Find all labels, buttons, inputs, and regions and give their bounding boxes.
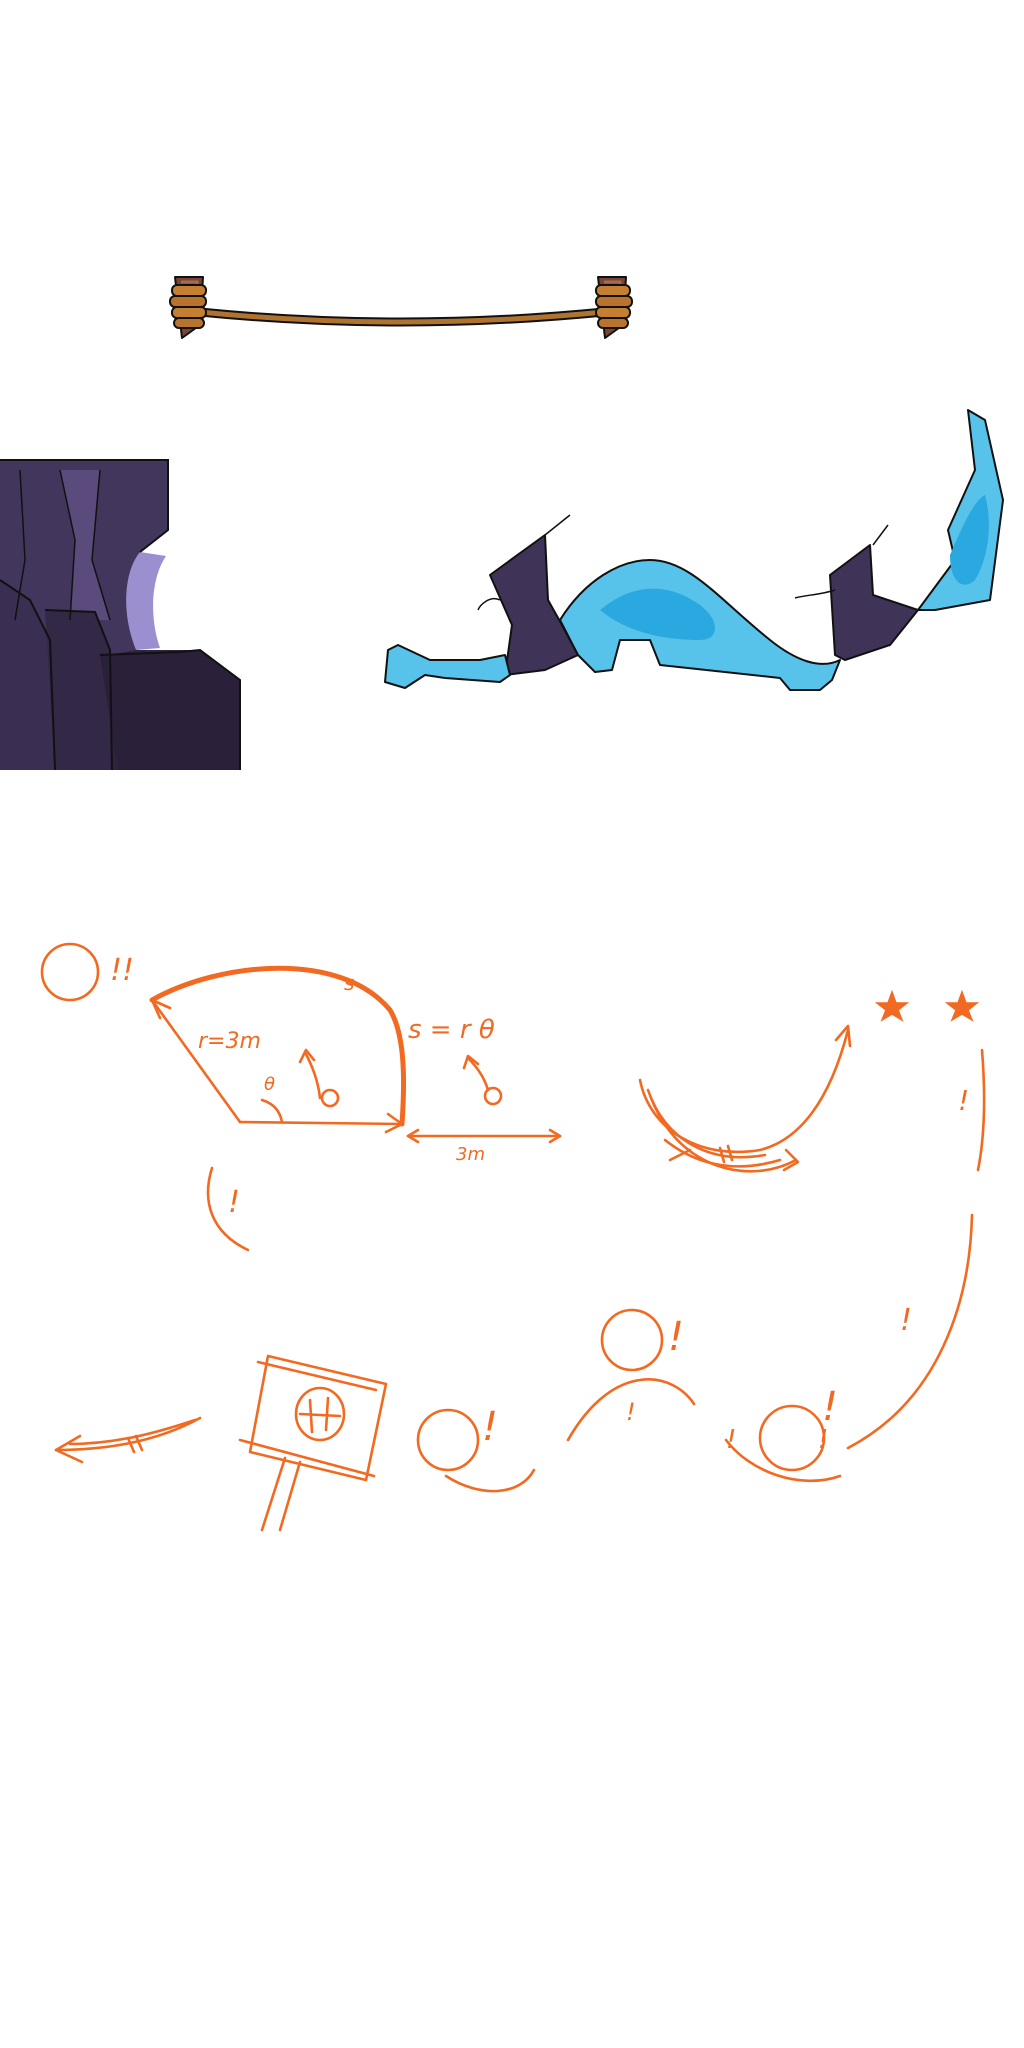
exclaim-ball-b-small: !: [626, 1398, 636, 1426]
arc-label: s: [344, 971, 354, 995]
star-icon-2: [944, 989, 980, 1022]
exclaim-ball-b: !: [668, 1314, 684, 1360]
distance-label: 3m: [456, 1144, 485, 1165]
exclaim-left: !: [228, 1185, 240, 1220]
ball-sketch-c: ! ! !: [724, 1384, 842, 1483]
ball-sketch-a: !: [416, 1404, 536, 1493]
exclaim-ball-c: !: [822, 1384, 838, 1430]
left-dark-rock: [489, 534, 579, 676]
exclaim-ball-d-right: !: [818, 1425, 828, 1455]
radius-label: r=3m: [198, 1029, 261, 1054]
distance-arrow: 3m: [406, 1128, 562, 1165]
swoosh-arrows: [638, 1024, 852, 1173]
formula-label: s = r θ: [408, 1015, 495, 1045]
ball-sketch-b: ! !: [566, 1308, 696, 1442]
left-arrow-sketch: [54, 1416, 202, 1464]
right-dark-rock: [829, 544, 919, 661]
ball-sketch-top-left: [40, 942, 100, 1002]
sector-diagram: s r=3m θ: [149, 965, 407, 1134]
exclaim-right-mid: !: [900, 1303, 912, 1338]
physics-sketch: !! s r=3m θ s = r θ 3m: [40, 942, 986, 1532]
rock-cliff-asset: [0, 459, 241, 771]
rope-bridge-asset: [169, 276, 633, 339]
exclaim-ball-d-left: !: [726, 1425, 736, 1455]
ice-terrain-asset: [384, 409, 1004, 691]
angle-label: θ: [264, 1074, 275, 1095]
left-rope-coil: [169, 284, 207, 329]
exclaim-right-top: !: [958, 1084, 969, 1117]
star-icon-1: [874, 989, 910, 1022]
signpost-sketch: [238, 1354, 388, 1532]
exclaim-top-left: !!: [110, 953, 134, 988]
right-rope-coil: [595, 284, 633, 329]
left-ice-ledge: [384, 644, 511, 689]
exclaim-ball-a: !: [482, 1404, 498, 1450]
